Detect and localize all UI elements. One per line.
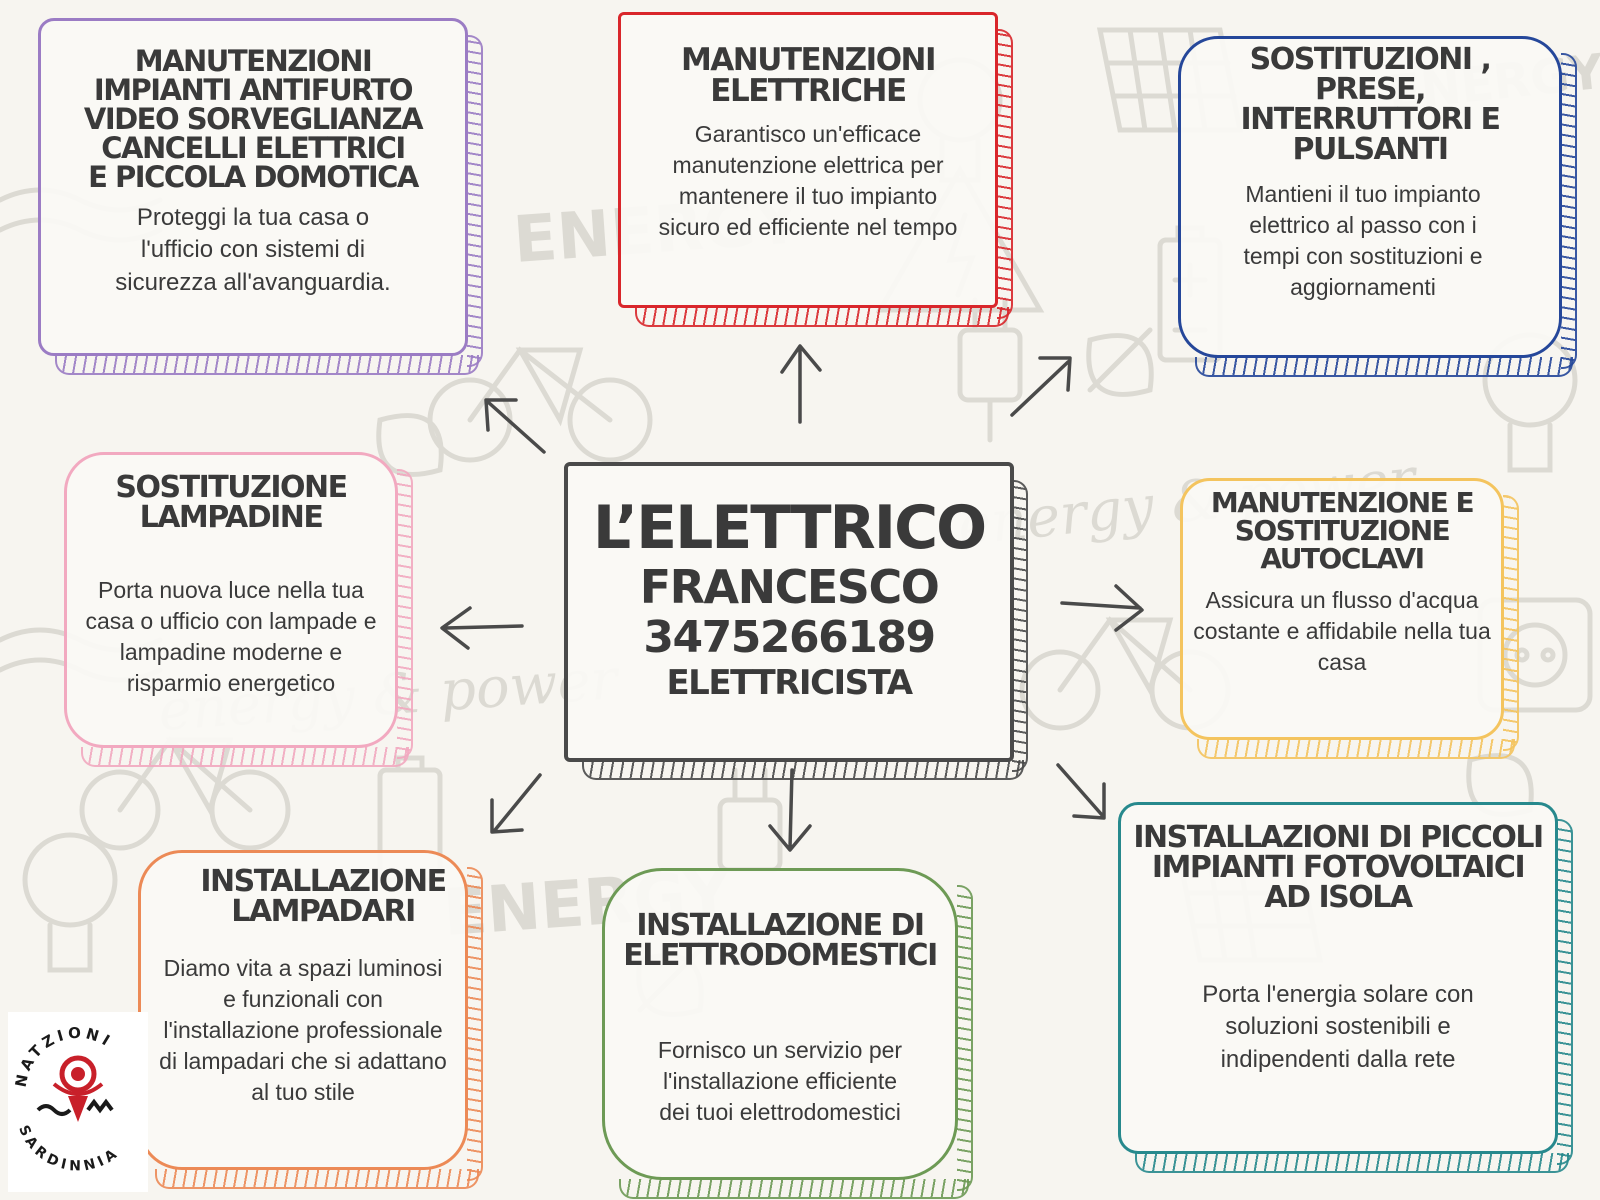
bicycle-icon — [427, 346, 653, 463]
box-lampadari-title: INSTALLAZIONE LAMPADARI — [141, 867, 465, 927]
title-line: CANCELLI ELETTRICI — [101, 131, 406, 165]
logo-eye-icon — [36, 1055, 114, 1122]
title-line: SOSTITUZIONE — [115, 470, 348, 505]
box-autoclavi-description: Assicura un flusso d'acqua costante e af… — [1193, 587, 1491, 676]
title-line: LAMPADARI — [231, 894, 416, 929]
box-antifurto-description: Proteggi la tua casa o l'ufficio con sis… — [115, 204, 391, 296]
title-line: MANUTENZIONI — [134, 44, 373, 78]
title-line: MANUTENZIONE E — [1210, 486, 1475, 519]
box-antifurto: MANUTENZIONI IMPIANTI ANTIFURTO VIDEO SO… — [38, 18, 483, 375]
box-elettriche: MANUTENZIONI ELETTRICHE Garantisco un'ef… — [618, 12, 1013, 327]
arrow-to-sostituzioni — [1010, 356, 1072, 417]
box-autoclavi: MANUTENZIONE E SOSTITUZIONE AUTOCLAVI As… — [1180, 478, 1519, 759]
natzioni-sardinnia-logo: NATZIONI SARDINNIA — [8, 1012, 148, 1196]
title-line: LAMPADINE — [139, 500, 324, 535]
box-fotovoltaici-title: INSTALLAZIONI DI PICCOLI IMPIANTI FOTOVO… — [1121, 823, 1555, 913]
box-elettrodomestici: INSTALLAZIONE DI ELETTRODOMESTICI Fornis… — [602, 868, 973, 1199]
box-fotovoltaici: INSTALLAZIONI DI PICCOLI IMPIANTI FOTOVO… — [1118, 802, 1573, 1173]
box-antifurto-title: MANUTENZIONI IMPIANTI ANTIFURTO VIDEO SO… — [41, 47, 465, 192]
arrow-to-lampadari — [490, 773, 542, 834]
title-line: PRESE, — [1314, 72, 1427, 107]
box-sostituzioni-description: Mantieni il tuo impianto elettrico al pa… — [1243, 181, 1483, 301]
leaf-icon — [376, 413, 444, 477]
title-line: SOSTITUZIONI , — [1249, 42, 1492, 77]
arrow-to-elettrodomestici — [768, 768, 812, 852]
box-elettriche-description: Garantisco un'efficace manutenzione elet… — [658, 121, 958, 241]
arrow-to-antifurto — [484, 398, 546, 454]
title-line: PULSANTI — [1292, 132, 1449, 167]
box-elettrodomestici-title: INSTALLAZIONE DI ELETTRODOMESTICI — [605, 911, 955, 971]
arrow-to-fotovoltaici — [1056, 763, 1106, 820]
center-title: L’ELETTRICO — [592, 493, 987, 563]
box-lampadine-description: Porta nuova luce nella tua casa o uffici… — [85, 577, 377, 697]
arrow-to-lampadine — [440, 606, 524, 650]
center-name: FRANCESCO — [639, 560, 940, 614]
box-sostituzioni-title: SOSTITUZIONI , PRESE, INTERRUTTORI E PUL… — [1181, 45, 1559, 165]
title-line: AD ISOLA — [1264, 880, 1413, 915]
leaf-icon — [1086, 327, 1154, 397]
arrow-to-elettriche — [780, 344, 822, 424]
center-role: ELETTRICISTA — [666, 663, 913, 703]
title-line: AUTOCLAVI — [1260, 542, 1425, 575]
title-line: ELETTRODOMESTICI — [623, 938, 938, 973]
title-line: E PICCOLA DOMOTICA — [88, 160, 419, 194]
box-lampadine-title: SOSTITUZIONE LAMPADINE — [67, 473, 395, 533]
center-phone: 3475266189 — [643, 612, 936, 663]
box-lampadari: INSTALLAZIONE LAMPADARI Diamo vita a spa… — [138, 850, 483, 1189]
title-line: IMPIANTI ANTIFURTO — [93, 73, 414, 107]
box-fotovoltaici-description: Porta l'energia solare con soluzioni sos… — [1202, 981, 1474, 1073]
box-elettrodomestici-description: Fornisco un servizio per l'installazione… — [657, 1037, 903, 1126]
title-line: MANUTENZIONI — [680, 42, 937, 78]
title-line: INSTALLAZIONE DI — [636, 908, 925, 943]
title-line: SOSTITUZIONE — [1234, 514, 1451, 547]
box-lampadari-description: Diamo vita a spazi luminosi e funzionali… — [159, 955, 447, 1106]
title-line: ELETTRICHE — [710, 73, 907, 109]
box-elettriche-title: MANUTENZIONI ELETTRICHE — [621, 45, 995, 107]
lightbulb-icon — [22, 832, 118, 973]
title-line: INSTALLAZIONI DI PICCOLI — [1133, 820, 1544, 855]
box-autoclavi-title: MANUTENZIONE E SOSTITUZIONE AUTOCLAVI — [1183, 489, 1501, 573]
box-lampadine: SOSTITUZIONE LAMPADINE Porta nuova luce … — [64, 452, 413, 767]
title-line: INTERRUTTORI E — [1240, 102, 1501, 137]
title-line: INSTALLAZIONE — [200, 864, 447, 899]
title-line: VIDEO SORVEGLIANZA — [83, 102, 424, 136]
box-sostituzioni: SOSTITUZIONI , PRESE, INTERRUTTORI E PUL… — [1178, 36, 1577, 377]
center-box: L’ELETTRICO FRANCESCO 3475266189 ELETTRI… — [564, 462, 1028, 780]
arrow-to-autoclavi — [1060, 584, 1144, 632]
title-line: IMPIANTI FOTOVOLTAICI — [1151, 850, 1526, 885]
